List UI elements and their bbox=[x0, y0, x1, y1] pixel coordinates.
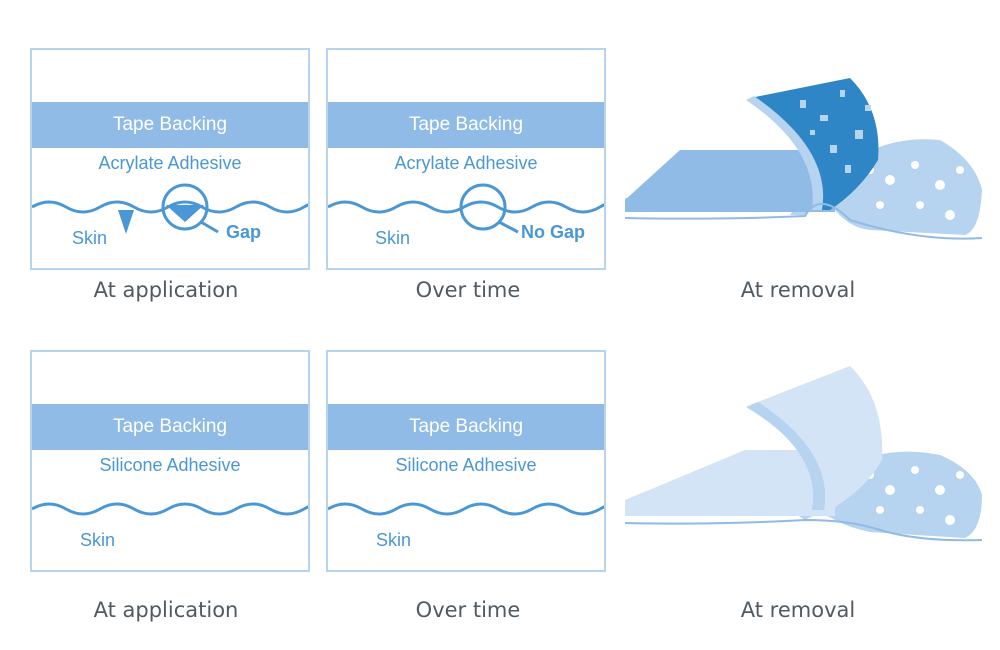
caption-over-time: Over time bbox=[415, 278, 521, 302]
tape-backing-band: Tape Backing bbox=[328, 404, 604, 450]
magnifier-circle bbox=[459, 183, 507, 231]
skin-label: Skin bbox=[80, 530, 116, 550]
caption-at-application: At application bbox=[93, 598, 239, 622]
skin-label: Skin bbox=[72, 228, 108, 248]
caption-at-removal: At removal bbox=[740, 598, 856, 622]
skin-wave bbox=[328, 502, 604, 516]
no-gap-callout: No Gap bbox=[521, 222, 586, 242]
gap-callout: Gap bbox=[226, 222, 262, 242]
skin-wave bbox=[32, 502, 308, 516]
caption-at-application: At application bbox=[93, 278, 239, 302]
silicone-removal-illustration bbox=[624, 366, 983, 542]
adhesive-label: Acrylate Adhesive bbox=[394, 153, 538, 173]
gap-triangle bbox=[166, 205, 204, 222]
tape-backing-band: Tape Backing bbox=[32, 102, 308, 148]
silicone-application-panel: Tape Backing Silicone Adhesive Skin bbox=[30, 350, 310, 572]
tape-backing-band: Tape Backing bbox=[32, 404, 308, 450]
skin-wave-no-gap bbox=[328, 183, 604, 234]
peeled-tape bbox=[750, 78, 879, 210]
silicone-overtime-panel: Tape Backing Silicone Adhesive Skin bbox=[326, 350, 606, 572]
skin-wave-with-gap bbox=[32, 183, 308, 234]
acrylate-removal-illustration bbox=[624, 78, 983, 240]
peeled-tape bbox=[750, 366, 883, 510]
skin-label: Skin bbox=[376, 530, 412, 550]
acrylate-overtime-panel: Tape Backing Acrylate Adhesive Skin No G… bbox=[326, 48, 606, 270]
adhesive-label: Silicone Adhesive bbox=[99, 455, 241, 475]
adhesive-label: Acrylate Adhesive bbox=[98, 153, 242, 173]
tape-backing-band: Tape Backing bbox=[328, 102, 604, 148]
skin-label: Skin bbox=[375, 228, 411, 248]
small-gap-triangle bbox=[118, 210, 134, 234]
tape-flat-section bbox=[625, 450, 835, 516]
tape-flat-section bbox=[625, 150, 835, 212]
magnifier-circle bbox=[161, 183, 209, 231]
acrylate-application-panel: Tape Backing Acrylate Adhesive Skin Gap bbox=[30, 48, 310, 270]
caption-at-removal: At removal bbox=[740, 278, 856, 302]
adhesive-label: Silicone Adhesive bbox=[395, 455, 537, 475]
caption-over-time: Over time bbox=[415, 598, 521, 622]
skin-cells bbox=[790, 139, 982, 235]
